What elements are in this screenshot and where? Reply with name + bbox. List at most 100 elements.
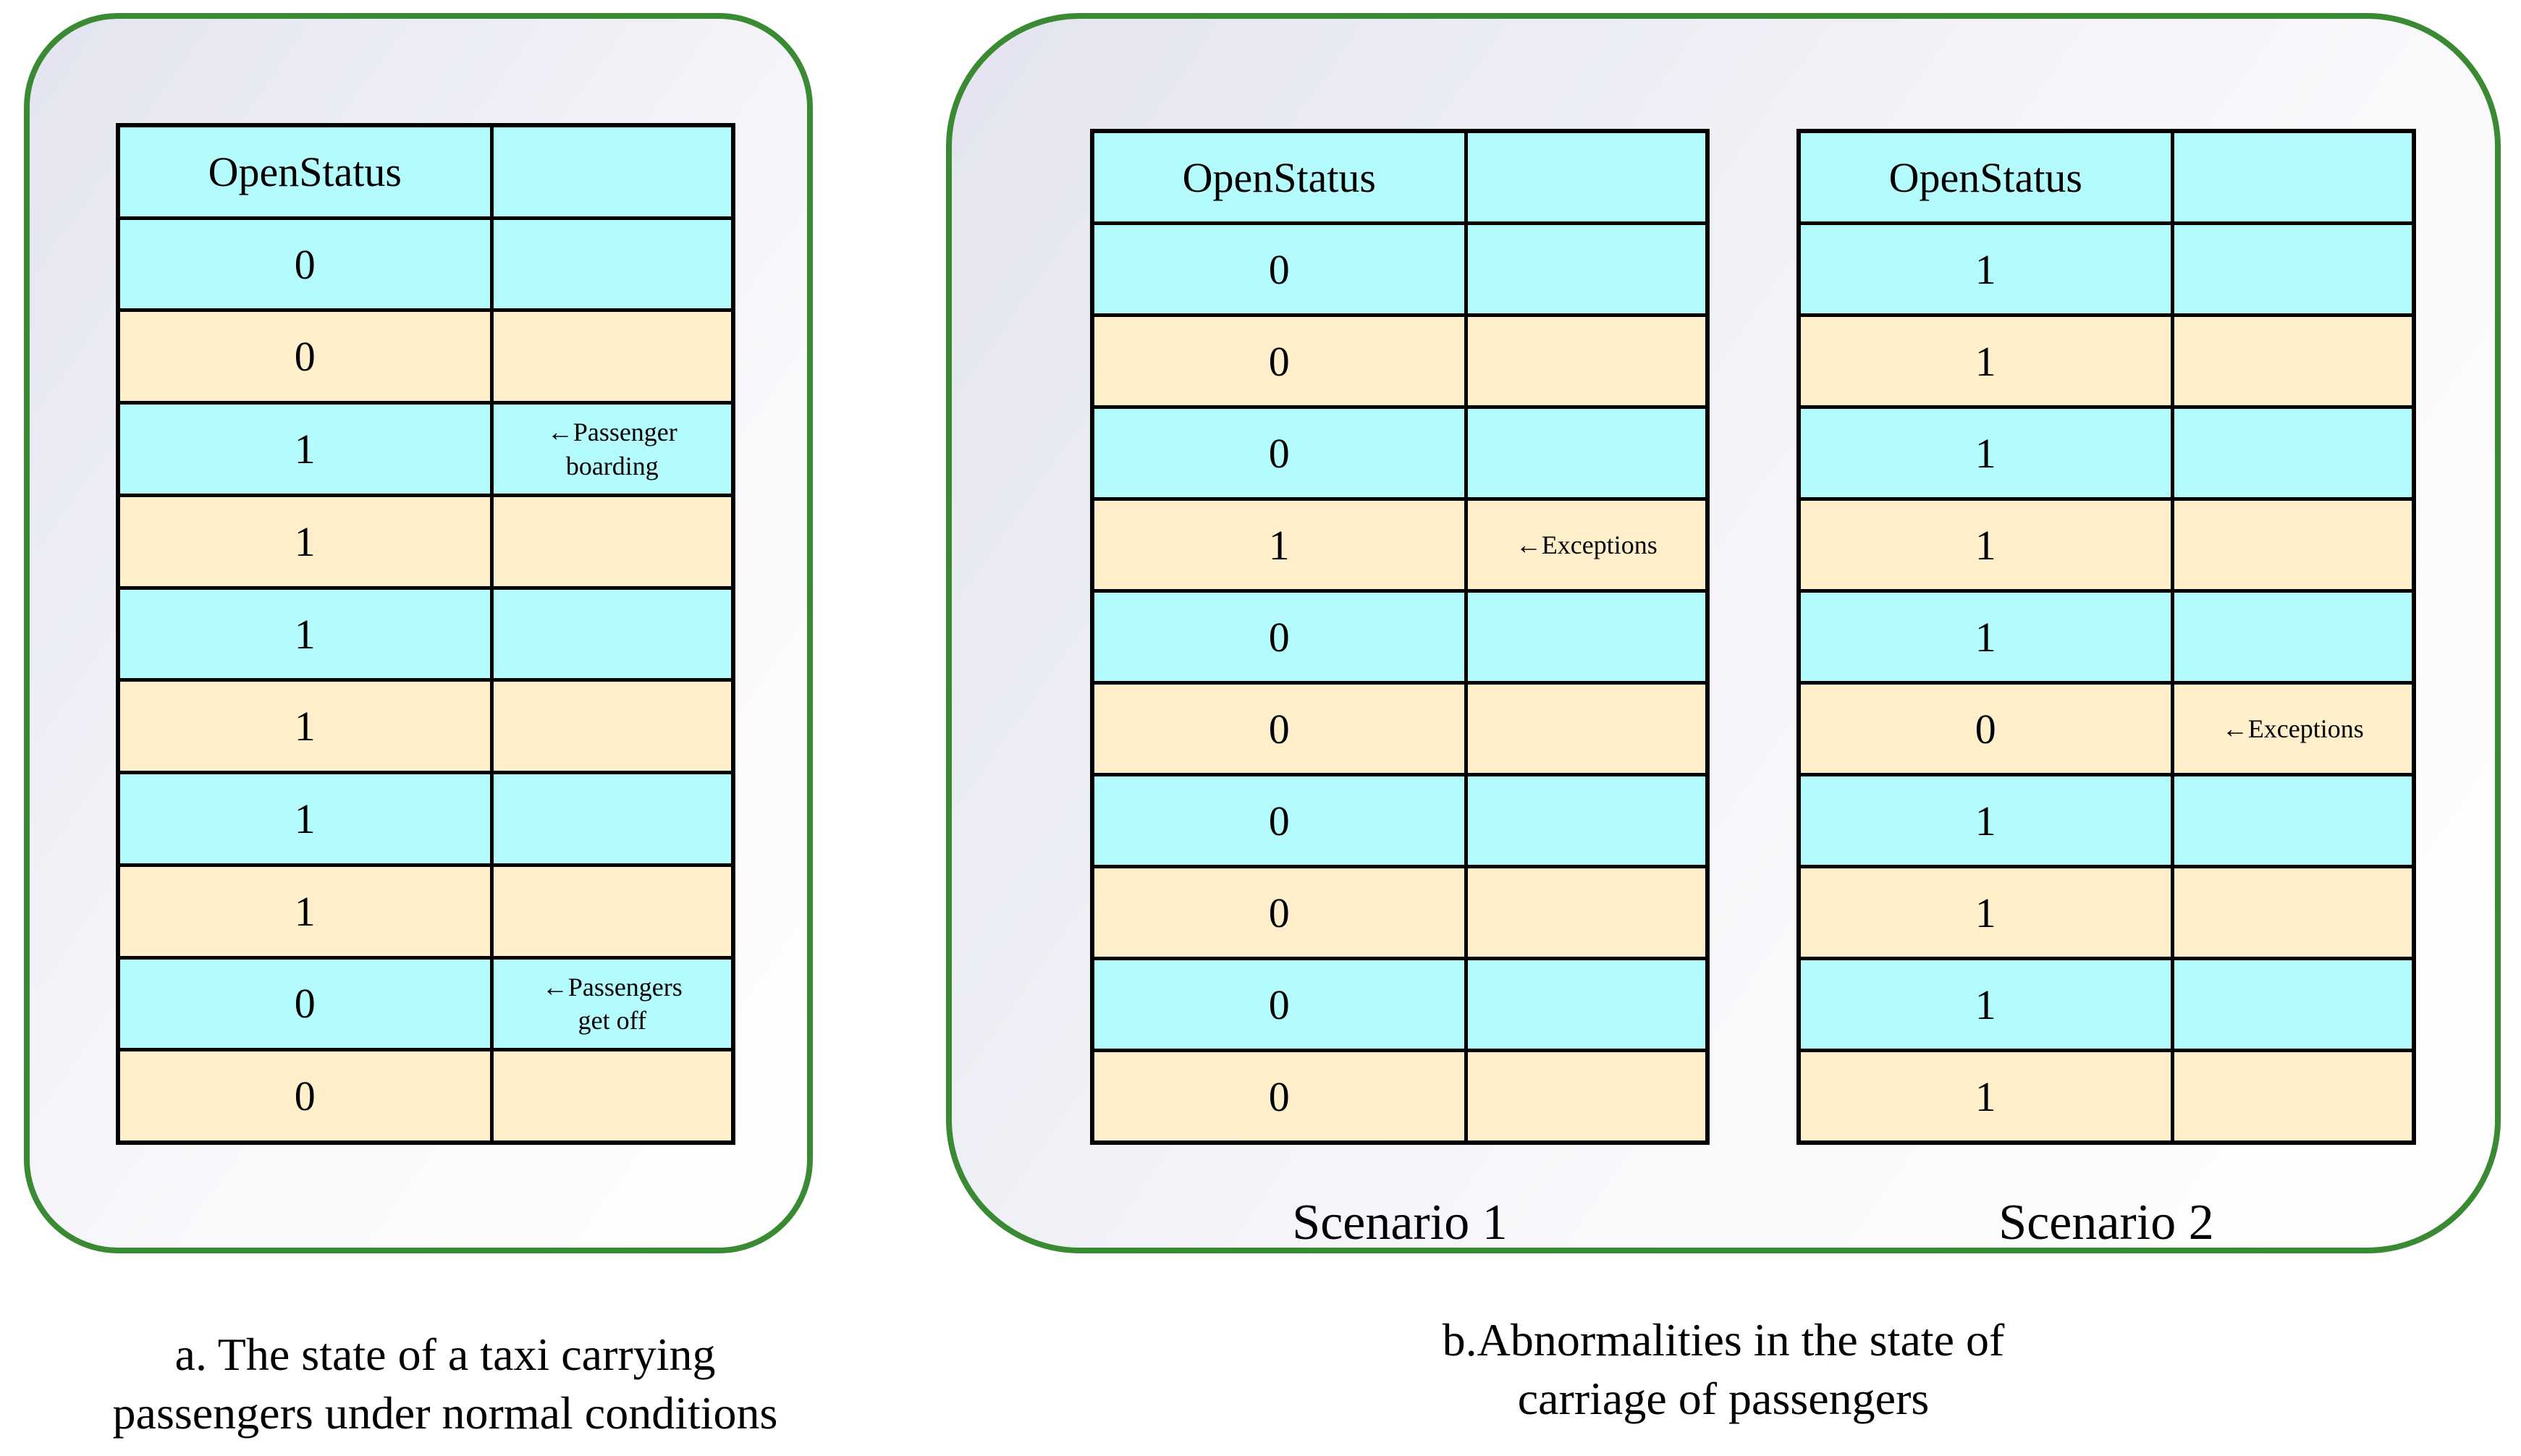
table-row: 0 ←Exceptions — [1801, 685, 2412, 776]
status-value: 0 — [1801, 685, 2174, 773]
status-value: 1 — [120, 774, 494, 863]
status-value: 1 — [120, 866, 494, 956]
caption-a-line1: a. The state of a taxi carrying — [174, 1329, 716, 1380]
empty-cell — [494, 220, 731, 309]
empty-cell — [2174, 317, 2412, 405]
empty-cell — [494, 590, 731, 679]
table-row: 0 — [1094, 776, 1705, 868]
scenario-1-caption: Scenario 1 — [1292, 1195, 1508, 1250]
status-value: 0 — [1094, 960, 1468, 1049]
annotation-line: boarding — [565, 451, 659, 481]
table-row: 1 — [120, 866, 731, 960]
status-value: 1 — [1801, 776, 2174, 865]
table-row: 1 — [1801, 868, 2412, 960]
status-value: 0 — [1094, 409, 1468, 497]
table-row: 0 — [1094, 317, 1705, 409]
table-header-row: OpenStatus — [1801, 133, 2412, 225]
annotation-line: get off — [578, 1005, 646, 1035]
table-row: 0 — [120, 312, 731, 405]
status-value: 1 — [1801, 409, 2174, 497]
empty-cell — [494, 497, 731, 586]
table-row: 1 — [1801, 593, 2412, 685]
openstatus-header: OpenStatus — [1094, 133, 1468, 221]
status-value: 1 — [120, 589, 494, 679]
table-row: 1 — [1801, 317, 2412, 409]
annotation-note: ←Passenger boarding — [494, 405, 731, 494]
empty-header-cell — [494, 127, 731, 216]
annotation-note: ←Exceptions — [2174, 685, 2412, 773]
table-row: 1 ←Exceptions — [1094, 501, 1705, 593]
table-row: 1 ←Passenger boarding — [120, 405, 731, 497]
table-row: 0 — [120, 1051, 731, 1141]
status-value: 0 — [120, 959, 494, 1049]
table-row: 1 — [1801, 776, 2412, 868]
status-value: 0 — [1094, 317, 1468, 405]
openstatus-header: OpenStatus — [120, 127, 494, 216]
status-value: 0 — [1094, 225, 1468, 313]
status-value: 1 — [1801, 225, 2174, 313]
status-value: 0 — [120, 312, 494, 402]
table-row: 1 — [120, 774, 731, 867]
status-value: 0 — [1094, 685, 1468, 773]
status-value: 1 — [120, 405, 494, 494]
annotation-line: ←Exceptions — [1515, 530, 1658, 559]
caption-b: b.Abnormalities in the state of carriage… — [946, 1311, 2501, 1428]
status-value: 1 — [1801, 501, 2174, 589]
table-row: 0 — [1094, 409, 1705, 501]
table-row: 1 — [1801, 960, 2412, 1052]
empty-cell — [2174, 501, 2412, 589]
status-value: 1 — [1801, 317, 2174, 405]
status-value: 1 — [120, 496, 494, 586]
status-value: 0 — [1094, 868, 1468, 957]
status-value: 1 — [1801, 960, 2174, 1049]
table-row: 1 — [120, 682, 731, 775]
annotation-note: ←Exceptions — [1468, 501, 1705, 589]
empty-cell — [494, 682, 731, 771]
empty-cell — [1468, 868, 1705, 957]
openstatus-header: OpenStatus — [1801, 133, 2174, 221]
table-row: 0 — [1094, 1052, 1705, 1140]
status-value: 0 — [1094, 593, 1468, 681]
empty-cell — [1468, 409, 1705, 497]
table-row: 1 — [120, 496, 731, 590]
table-row: 0 — [1094, 225, 1705, 317]
empty-cell — [2174, 960, 2412, 1049]
empty-cell — [1468, 317, 1705, 405]
table-row: 1 — [1801, 409, 2412, 501]
status-value: 1 — [120, 682, 494, 771]
status-value: 0 — [1094, 1052, 1468, 1140]
status-value: 1 — [1094, 501, 1468, 589]
empty-cell — [2174, 776, 2412, 865]
empty-header-cell — [1468, 133, 1705, 221]
table-row: 1 — [1801, 225, 2412, 317]
caption-a-line2: passengers under normal conditions — [112, 1387, 778, 1439]
annotation-line: ←Exceptions — [2221, 714, 2364, 743]
caption-b-line2: carriage of passengers — [1517, 1372, 1930, 1424]
empty-cell — [494, 1051, 731, 1140]
caption-a: a. The state of a taxi carrying passenge… — [0, 1326, 890, 1442]
empty-cell — [1468, 225, 1705, 313]
empty-cell — [1468, 776, 1705, 865]
empty-cell — [2174, 868, 2412, 957]
empty-cell — [2174, 225, 2412, 313]
annotation-line: ←Passenger — [546, 418, 677, 447]
empty-cell — [494, 774, 731, 863]
status-value: 1 — [1801, 868, 2174, 957]
status-value: 0 — [120, 219, 494, 309]
scenario-2-caption: Scenario 2 — [1998, 1195, 2214, 1250]
status-value: 1 — [1801, 593, 2174, 681]
annotation-line: ←Passengers — [541, 972, 683, 1002]
table-row: 1 — [1801, 501, 2412, 593]
empty-cell — [494, 312, 731, 401]
table-row: 0 — [1094, 868, 1705, 960]
status-value: 0 — [120, 1051, 494, 1141]
empty-cell — [494, 867, 731, 956]
status-value: 1 — [1801, 1052, 2174, 1140]
table-row: 0 — [1094, 960, 1705, 1052]
